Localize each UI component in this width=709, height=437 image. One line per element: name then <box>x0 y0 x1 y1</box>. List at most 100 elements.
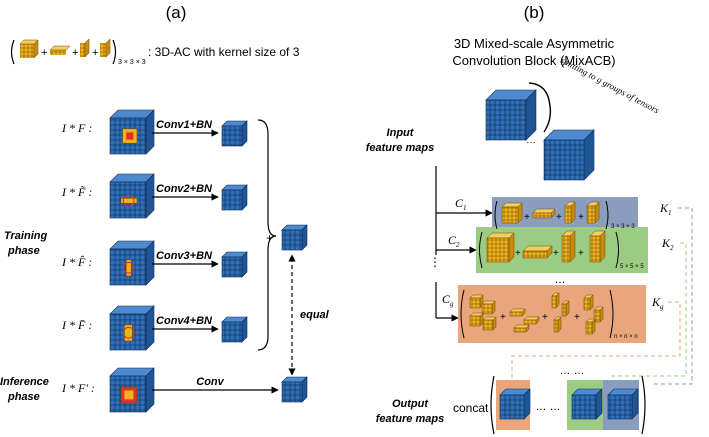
concat-label: concat <box>453 401 489 415</box>
sum-brace <box>257 119 277 351</box>
row4-op: Conv4+BN <box>156 315 213 327</box>
svg-text:+: + <box>41 47 47 59</box>
b1-kernel-slab <box>586 201 600 224</box>
output-cube-row4 <box>221 316 248 343</box>
row1-formula: I * F : <box>61 121 92 135</box>
legend-caption: : 3D-AC with kernel size of 3 <box>148 45 300 59</box>
branch3-c-sub: g <box>450 300 454 308</box>
svg-text:+: + <box>574 312 580 323</box>
bg-kernel-d2 <box>593 306 604 323</box>
kernel-slab-icon <box>100 38 111 58</box>
row2-formula: I * F̃ : <box>61 185 92 199</box>
input-cube-row4 <box>109 305 155 351</box>
inference-label-line1: Inference <box>0 376 49 388</box>
output-ellipsis: … … <box>535 401 560 413</box>
input-feature-cube-1 <box>485 89 537 141</box>
row4-formula: I * F̄ : <box>61 318 92 332</box>
input-feature-cube-g <box>543 129 595 181</box>
row2-op: Conv2+BN <box>156 183 213 195</box>
row3-formula: I * F̂ : <box>61 255 92 269</box>
bg-kernel-a4 <box>482 316 497 331</box>
input-ellipsis: … <box>526 135 536 146</box>
b1-kernel-column <box>564 201 576 224</box>
bracket-dots: … … <box>559 365 584 377</box>
svg-text:+: + <box>72 47 78 59</box>
branch1-c: C <box>455 196 464 210</box>
bg-kernel-c3 <box>553 316 562 333</box>
b2-kernel-cube <box>486 232 515 263</box>
output-feature-cubes <box>499 388 639 420</box>
b1-kernel-flat <box>532 208 556 219</box>
branch2-size: 5 × 5 × 5 <box>620 264 644 270</box>
branch1-size: 3 × 3 × 3 <box>611 224 635 230</box>
branch3-size: n × n × n <box>614 334 638 340</box>
svg-text:+: + <box>578 248 584 259</box>
training-label-line1: Training <box>4 230 47 242</box>
bg-kernel-a1 <box>469 294 484 309</box>
bg-kernel-b3 <box>513 324 530 333</box>
panel-b-label: (b) <box>524 3 545 22</box>
kernel-cube-icon <box>19 39 39 59</box>
input-cube-row1 <box>109 109 155 155</box>
bg-kernel-c2 <box>561 300 570 317</box>
b2-kernel-flat <box>522 245 553 259</box>
input-cube-row2 <box>109 173 155 219</box>
branch2-k-sub: 2 <box>670 244 674 252</box>
out-cube-g <box>499 388 531 420</box>
branch2-c-sub: 2 <box>456 241 460 249</box>
branch1-k-sub: 1 <box>668 209 672 217</box>
output-cube-row3 <box>221 251 248 278</box>
inference-op: Conv <box>196 376 224 388</box>
branch2-k: K <box>661 236 671 250</box>
legend-subscript: 3 × 3 × 3 <box>118 59 146 66</box>
branch3-c: C <box>442 292 451 306</box>
svg-text:+: + <box>556 212 562 223</box>
routing-lines <box>511 207 693 385</box>
panel-a-label: (a) <box>166 3 187 22</box>
row3-op: Conv3+BN <box>156 250 213 262</box>
bg-kernel-a2 <box>481 300 496 315</box>
panel-b-title-line2: Convolution Block (MixACB) <box>452 53 615 68</box>
bg-kernel-c1 <box>551 292 560 309</box>
out-cube-1 <box>607 388 639 420</box>
bg-kernel-b2 <box>523 316 540 325</box>
row1-op: Conv1+BN <box>156 119 213 131</box>
svg-text:+: + <box>92 47 98 59</box>
branch2-c: C <box>448 233 457 247</box>
output-label-line2: feature maps <box>376 413 444 425</box>
branch-ellipsis: … <box>555 274 566 286</box>
output-cubes-a <box>221 120 308 403</box>
bg-kernel-b1 <box>509 308 526 317</box>
conv-arrows <box>152 129 279 394</box>
inference-output-cube <box>281 376 308 403</box>
svg-text:+: + <box>524 212 530 223</box>
output-cube-row2 <box>221 184 248 211</box>
svg-text:+: + <box>515 248 521 259</box>
legend-kernel-group: + + + <box>10 38 117 65</box>
svg-text:+: + <box>578 212 584 223</box>
branch-kernels: +++++++++ <box>460 200 619 339</box>
training-label-line2: phase <box>7 245 40 257</box>
b2-kernel-slab <box>589 230 606 263</box>
input-cube-inference <box>109 367 155 413</box>
b2-kernel-column <box>561 230 576 263</box>
vertical-dots: ⋮ <box>429 255 441 269</box>
input-feature-cubes <box>485 89 595 181</box>
branch3-k-sub: g <box>660 303 664 311</box>
panel-b-title-line1: 3D Mixed-scale Asymmetric <box>454 36 615 51</box>
out-cube-2 <box>571 388 603 420</box>
branch-tree <box>435 166 493 322</box>
input-label-line2: feature maps <box>366 142 434 154</box>
kernel-flat-icon <box>49 45 71 55</box>
inference-label-line2: phase <box>7 391 40 403</box>
plus-sign: + <box>266 231 273 245</box>
svg-text:+: + <box>500 312 506 323</box>
bg-kernel-d1 <box>583 294 594 311</box>
bg-kernel-d3 <box>585 318 596 335</box>
equal-label: equal <box>300 309 330 321</box>
inference-formula: I * F' : <box>61 381 95 395</box>
b1-kernel-cube <box>501 202 523 224</box>
output-cube-row1 <box>221 120 248 147</box>
svg-text:+: + <box>553 248 559 259</box>
